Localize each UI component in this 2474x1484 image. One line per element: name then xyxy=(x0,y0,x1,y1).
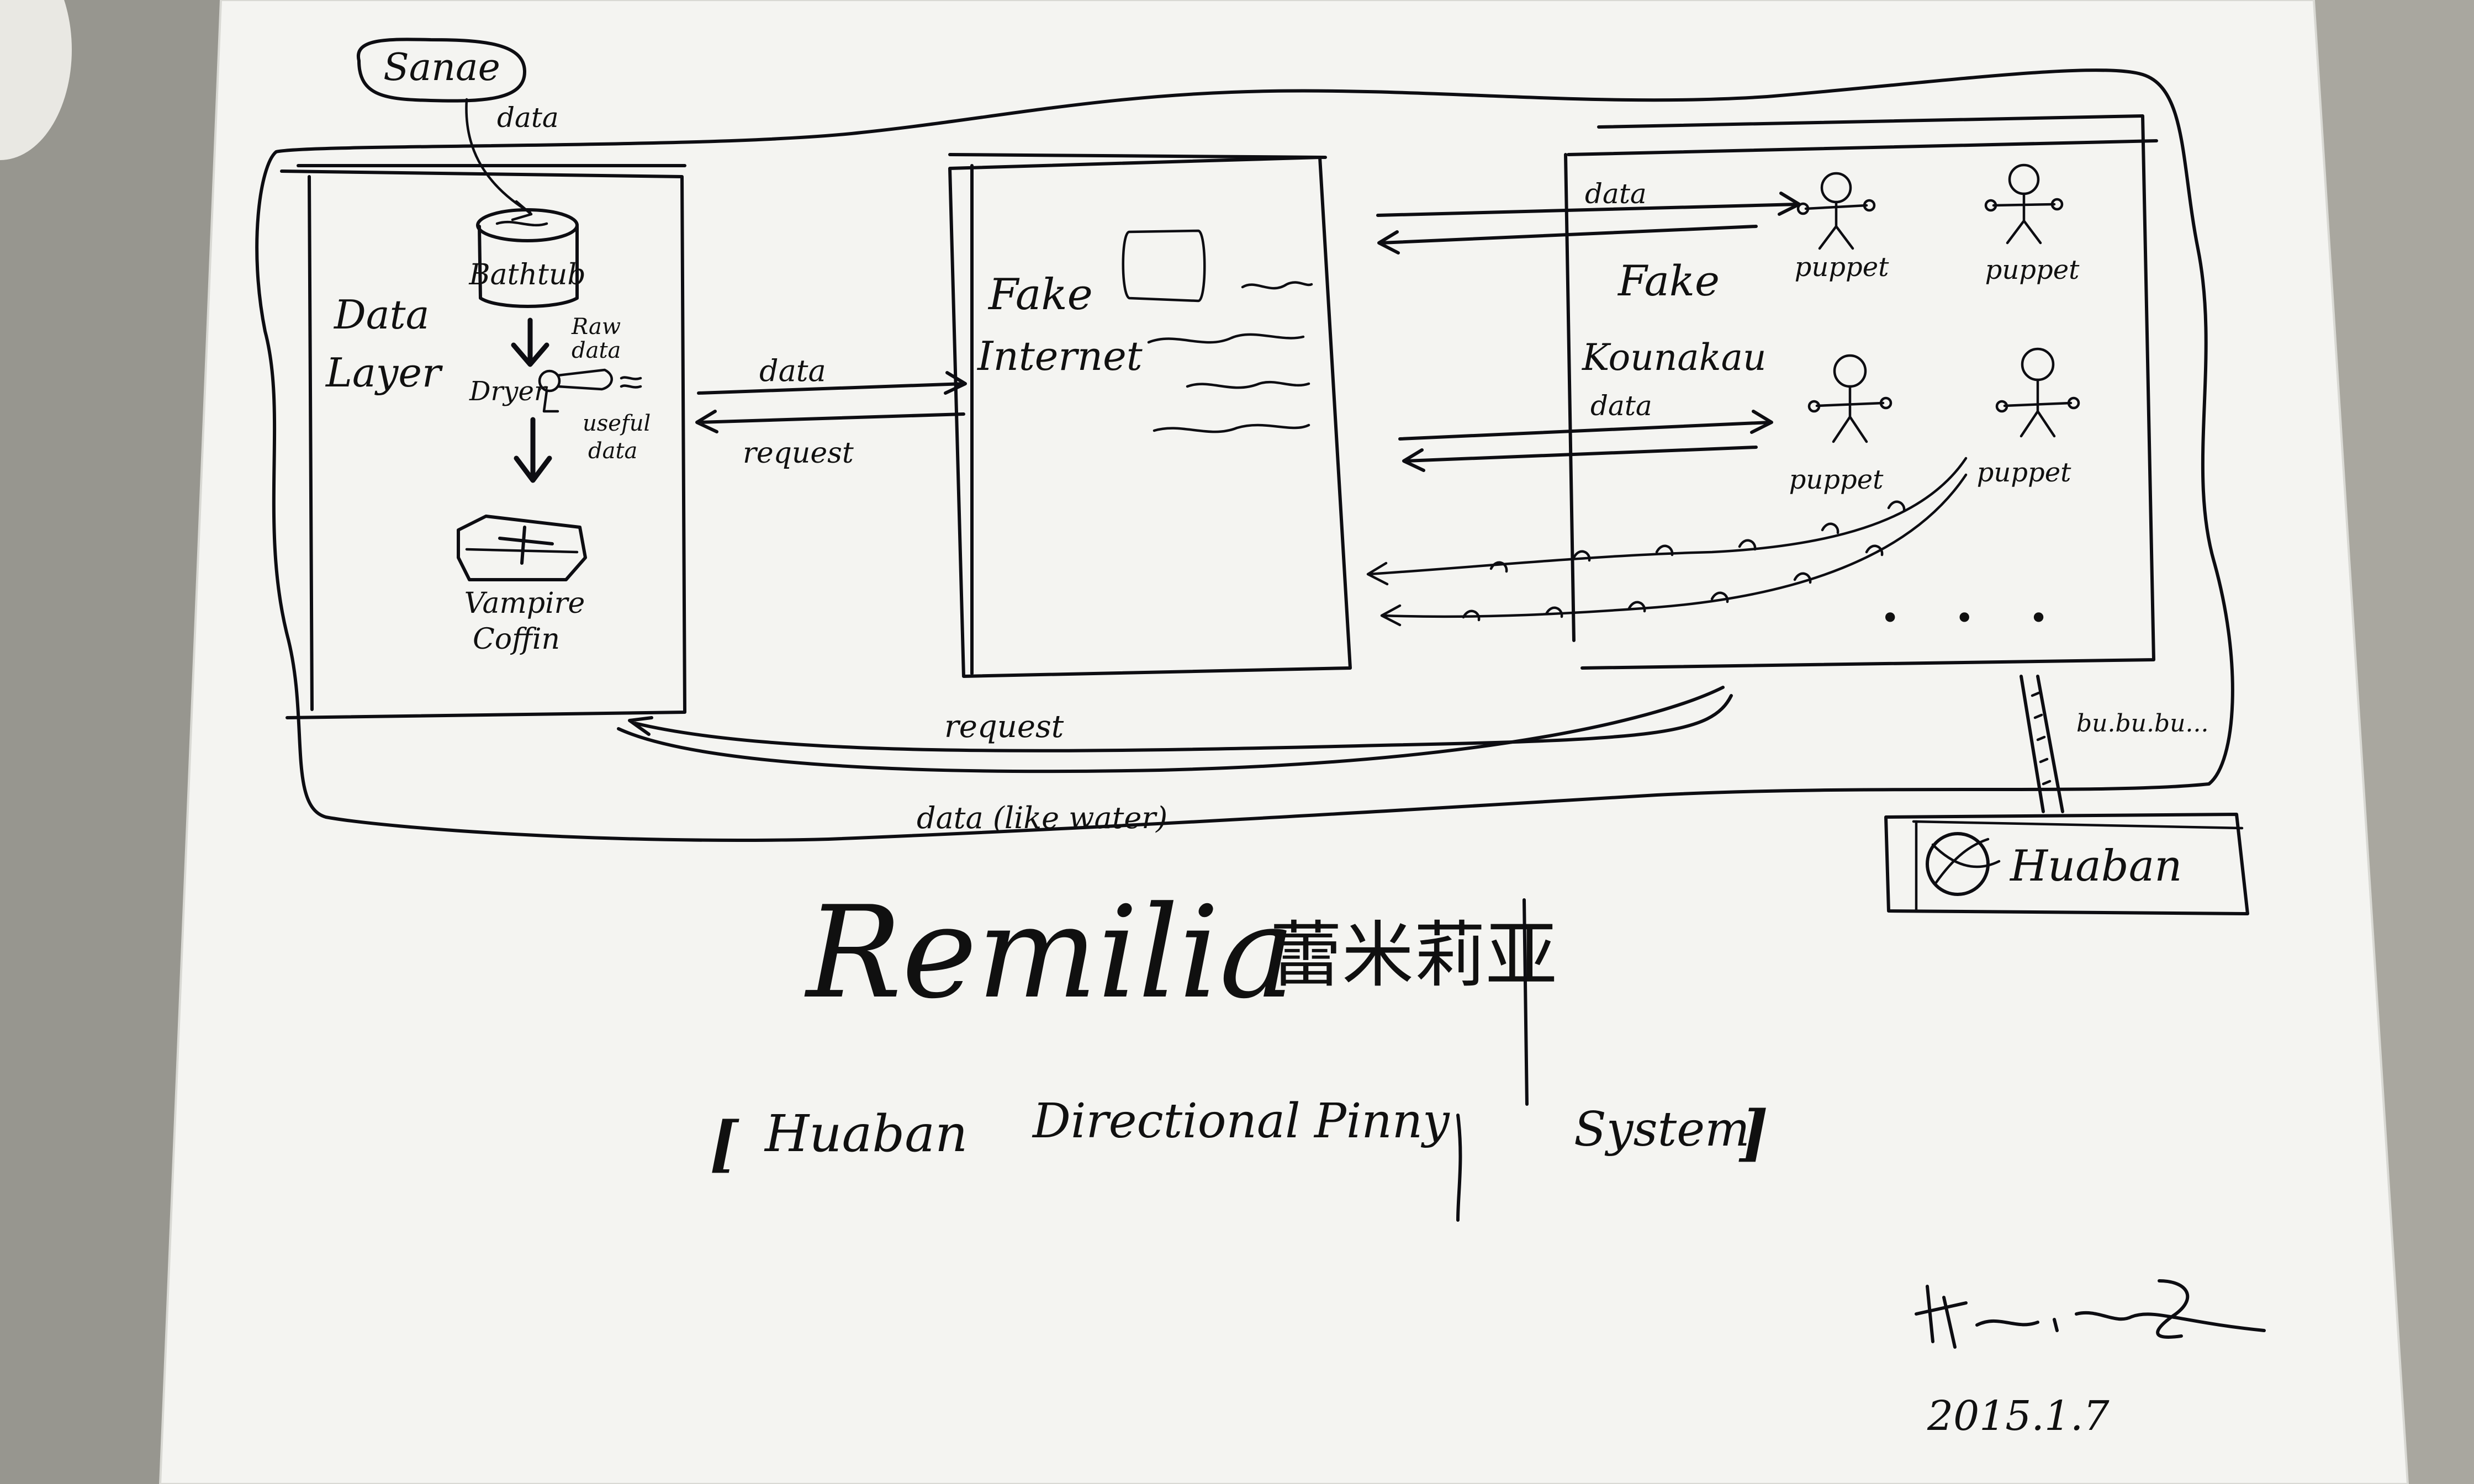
puppet-figure-1 xyxy=(1796,172,1876,250)
arrow-data-to-konakau xyxy=(1398,410,1773,441)
data-layer-title-2: Layer xyxy=(325,349,443,396)
puppet-label-1: puppet xyxy=(1795,252,1890,283)
puppet-figure-4 xyxy=(1995,347,2080,438)
arrow-bottom-request-label: request xyxy=(944,709,1064,745)
raw-data-label-2: data xyxy=(572,338,621,363)
flow-arrow-useful xyxy=(514,417,552,483)
puppet-figure-2 xyxy=(1984,163,2064,245)
main-title: Remilia xyxy=(804,879,1295,1027)
arrow-data-to-konakau-label: data xyxy=(1590,390,1652,422)
source-node: Sanae xyxy=(356,38,526,103)
webpage-content-scribbles xyxy=(1122,229,1313,433)
arrow-request-label: request xyxy=(743,437,854,470)
arrow-data-to-internet-label: data xyxy=(759,353,826,388)
vampire-coffin-icon xyxy=(457,515,587,581)
coffin-label-2: Coffin xyxy=(473,623,560,656)
fake-konakau-box xyxy=(1564,114,2158,670)
puppet-label-2: puppet xyxy=(1985,255,2080,285)
fake-internet-title-1: Fake xyxy=(987,270,1093,320)
huaban-antenna xyxy=(2020,675,2064,813)
chinese-title: 蕾米莉亚 xyxy=(1270,913,1557,997)
flow-arrow-raw xyxy=(511,317,549,367)
dryer-icon xyxy=(538,368,642,413)
data-layer-title-1: Data xyxy=(333,292,430,338)
paper-edge xyxy=(158,0,2409,1484)
handwritten-signature xyxy=(1915,1279,2266,1349)
data-layer-box xyxy=(280,164,686,719)
puppet-label-3: puppet xyxy=(1789,464,1884,495)
huaban-logo xyxy=(1884,813,2249,915)
bathtub-label: Bathtub xyxy=(468,258,585,292)
paper-sheet xyxy=(160,0,2408,1484)
puppet-figure-3 xyxy=(1807,354,1892,443)
subtitle-word-4: System xyxy=(1574,1102,1750,1157)
fake-internet-box xyxy=(948,153,1352,678)
subtitle-word-2: Directional xyxy=(1032,1094,1301,1149)
source-arrowhead xyxy=(511,200,533,221)
mug-rim xyxy=(0,0,72,160)
source-label: Sanae xyxy=(383,46,500,89)
coffin-label-1: Vampire xyxy=(464,587,585,620)
fake-internet-title-2: Internet xyxy=(976,333,1143,379)
arrow-bottom-request xyxy=(628,694,1733,752)
wave-marks-2 xyxy=(1462,544,1884,622)
subtitle-word-3: Pinny xyxy=(1313,1094,1450,1149)
arrow-bottom-data xyxy=(617,686,1725,773)
signature-date: 2015.1.7 xyxy=(1927,1392,2110,1440)
source-to-bathtub-edge xyxy=(465,98,532,214)
subtitle-close-bracket: ] xyxy=(1738,1097,1768,1168)
useful-data-label-2: data xyxy=(588,438,637,464)
fake-konakau-title-1: Fake xyxy=(1617,256,1720,305)
bu-bu-bu-label: bu.bu.bu... xyxy=(2076,709,2208,738)
fake-konakau-title-2: Kounakau xyxy=(1582,336,1766,379)
arrow-request-to-internet-mid xyxy=(1402,446,1758,472)
subtitle-word-1: Huaban xyxy=(764,1104,968,1163)
title-stroke xyxy=(1523,898,1529,1106)
dryer-label: Dryer xyxy=(469,376,548,407)
huaban-logo-label: Huaban xyxy=(2009,841,2182,891)
arrow-bottom-data-label: data (like water) xyxy=(917,801,1167,835)
useful-data-label-1: useful xyxy=(583,411,651,436)
more-puppets-ellipsis: • • • xyxy=(1880,599,2070,638)
subtitle-open-bracket: [ xyxy=(710,1108,739,1179)
arrow-data-to-internet xyxy=(697,371,967,395)
puppet-label-4: puppet xyxy=(1977,457,2072,488)
raw-data-label-1: Raw xyxy=(571,314,621,340)
bathtub-icon xyxy=(476,208,579,308)
system-boundary xyxy=(255,68,2234,842)
arrow-data-to-puppets-label: data xyxy=(1585,178,1647,210)
wavy-flow-2 xyxy=(1380,473,1968,627)
subtitle-descender xyxy=(1456,1114,1462,1222)
source-edge-label: data xyxy=(497,102,559,134)
wave-marks-1 xyxy=(1489,500,1906,573)
arrow-request-from-internet xyxy=(695,410,965,433)
antenna-ticks xyxy=(2031,691,2052,786)
